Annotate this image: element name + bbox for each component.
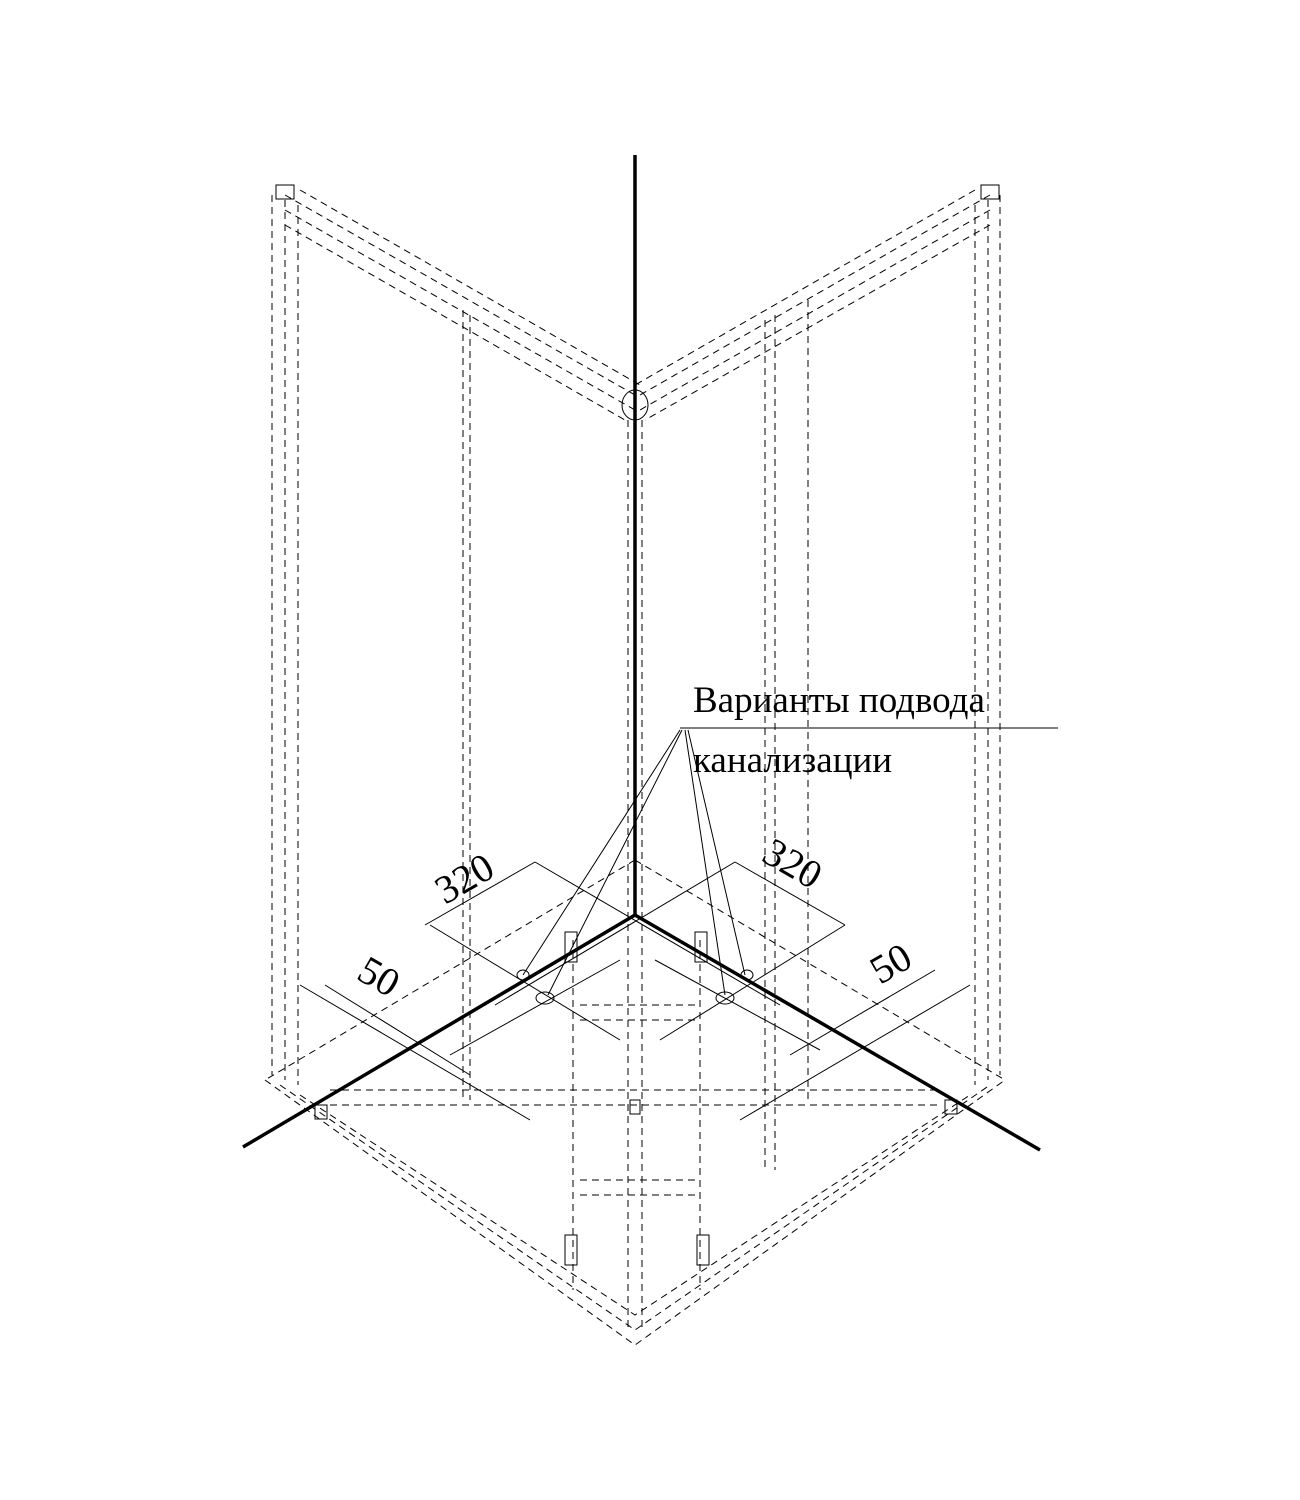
leader-lines bbox=[522, 727, 1058, 996]
annotation-line1: Варианты подвода bbox=[693, 680, 985, 721]
feet bbox=[314, 931, 958, 1266]
wall-axes bbox=[242, 155, 1041, 1152]
dimension-50-left: 50 bbox=[351, 947, 408, 1006]
corner-posts bbox=[275, 184, 1000, 421]
hidden-frame-lines bbox=[264, 189, 1006, 1346]
drain-holes bbox=[516, 969, 754, 1005]
dimension-lines bbox=[299, 861, 971, 1121]
dimension-320-left: 320 bbox=[427, 844, 501, 913]
dimension-320-right: 320 bbox=[756, 829, 830, 898]
annotation-line2: канализации bbox=[693, 740, 892, 781]
